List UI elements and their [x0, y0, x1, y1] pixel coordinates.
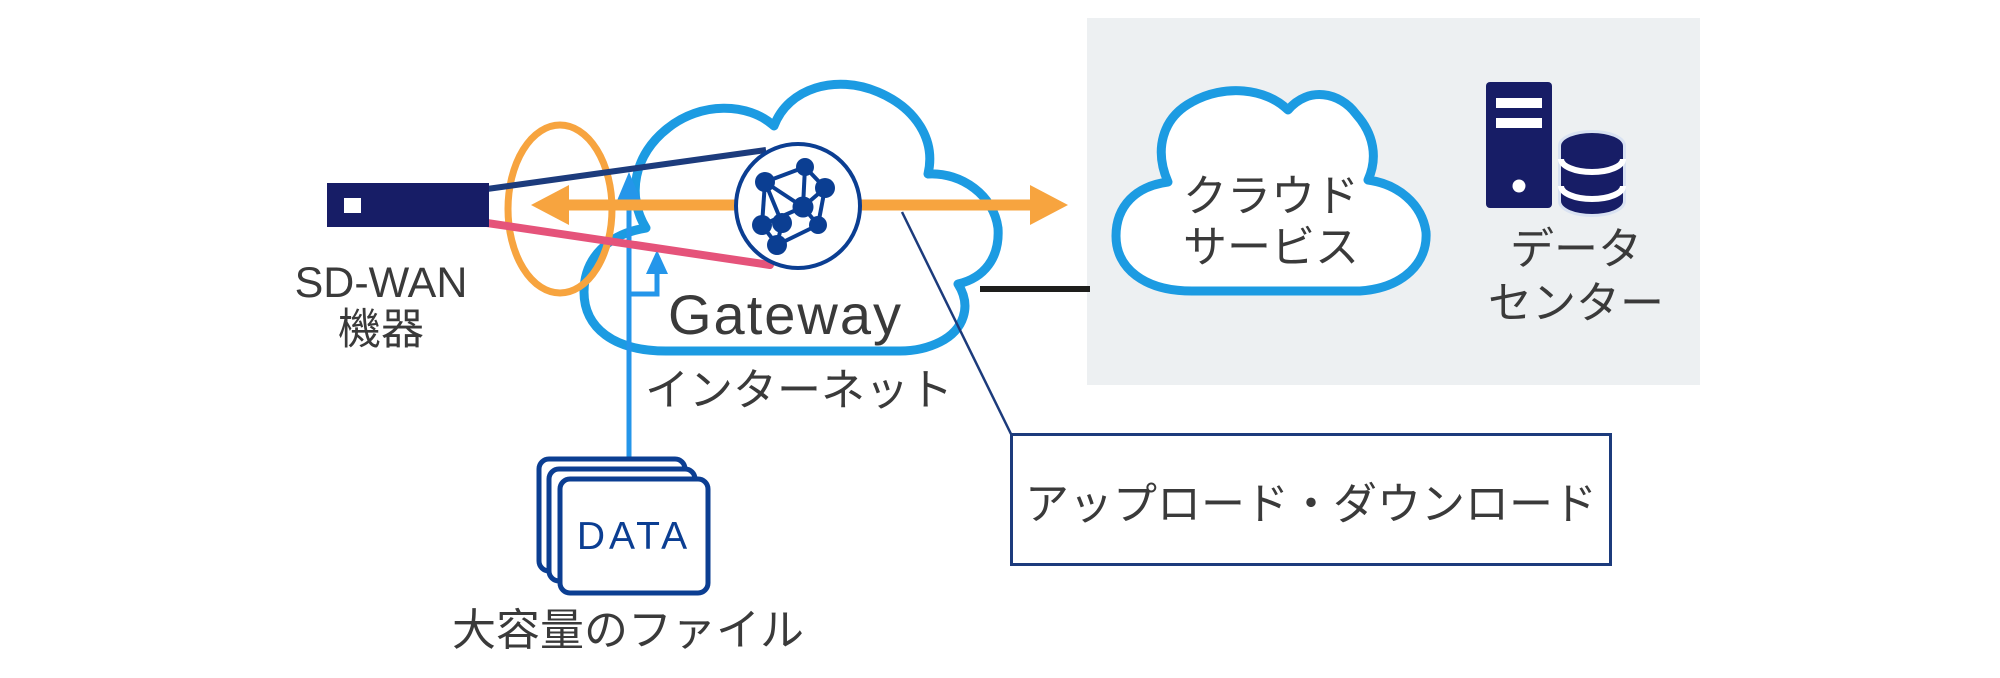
upload-arrow-head — [616, 172, 642, 203]
datacenter-label-line1: データ — [1510, 225, 1642, 274]
wan-line-primary — [486, 147, 767, 192]
internet-label: インターネット — [645, 366, 953, 415]
server-icon — [1486, 82, 1552, 208]
callout-line — [900, 211, 1013, 435]
document-stack-icon — [536, 456, 711, 596]
datacenter-label-line2: センター — [1488, 279, 1664, 329]
sd-wan-label-line2: 機器 — [338, 306, 424, 355]
upload-branch-line — [629, 272, 660, 297]
cloud-service-label: クラウド サービス — [1183, 171, 1359, 274]
sd-wan-appliance-icon — [327, 183, 489, 227]
cloud-service-label-line1: クラウド — [1183, 172, 1359, 221]
cloud-service-label-line2: サービス — [1183, 223, 1359, 273]
sd-wan-device-label: SD-WAN 機器 — [294, 259, 468, 355]
network-mesh-icon — [734, 142, 862, 270]
wan-line-secondary — [483, 219, 774, 269]
upload-download-box: アップロード・ダウンロード — [1010, 433, 1612, 566]
database-icon — [1558, 130, 1626, 217]
datacenter-label: データ センター — [1488, 223, 1664, 331]
gateway-label: Gateway — [668, 283, 903, 346]
upload-download-label: アップロード・ダウンロード — [1025, 479, 1597, 529]
upload-branch-head — [646, 250, 668, 274]
bidirectional-arrow-right-head — [1030, 185, 1068, 225]
data-files-label: DATA — [576, 515, 692, 558]
sd-wan-label-line1: SD-WAN — [294, 259, 468, 307]
large-files-label: 大容量のファイル — [452, 606, 804, 655]
cloud-service-icon — [1111, 86, 1431, 296]
bidirectional-arrow-left-head — [531, 185, 569, 225]
